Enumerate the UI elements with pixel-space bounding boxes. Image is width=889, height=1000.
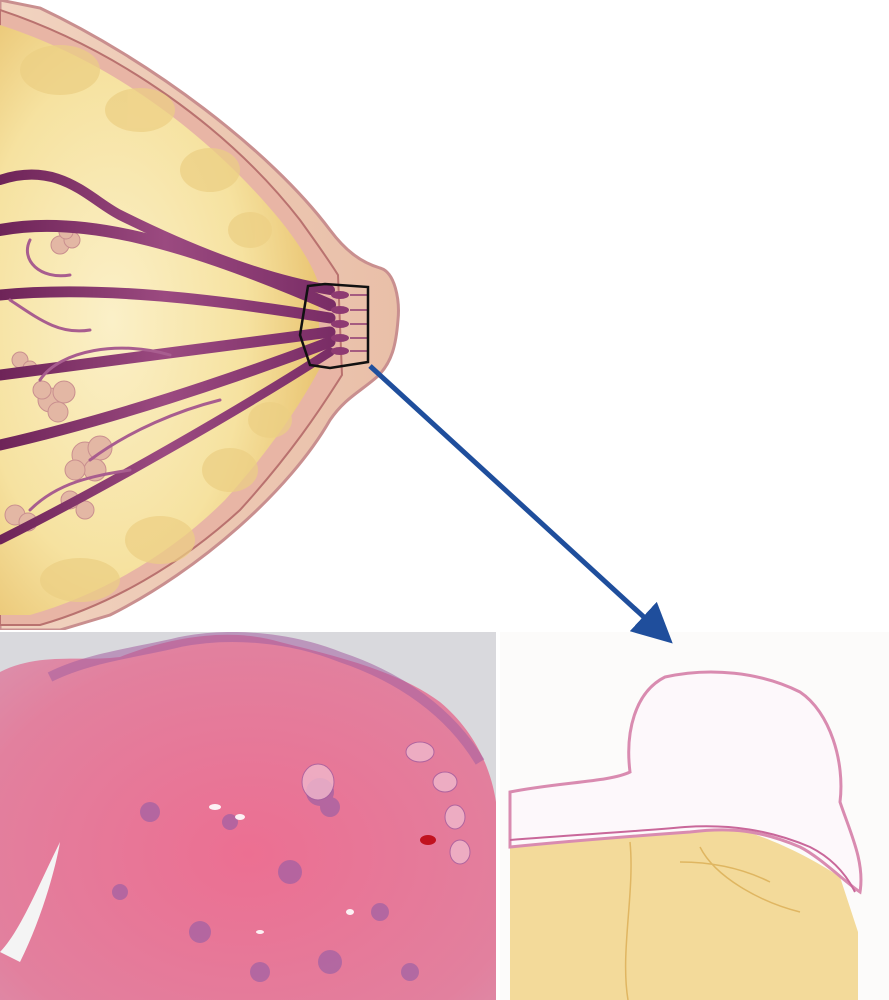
he-histology-photo <box>0 632 496 1000</box>
breast-anatomy-svg <box>0 0 889 630</box>
breast-anatomy-illustration <box>0 0 889 630</box>
sketch-svg <box>500 632 889 1000</box>
nipple-section-drawing <box>500 632 889 1000</box>
histology-svg <box>0 632 496 1000</box>
blood-spot <box>420 835 436 845</box>
